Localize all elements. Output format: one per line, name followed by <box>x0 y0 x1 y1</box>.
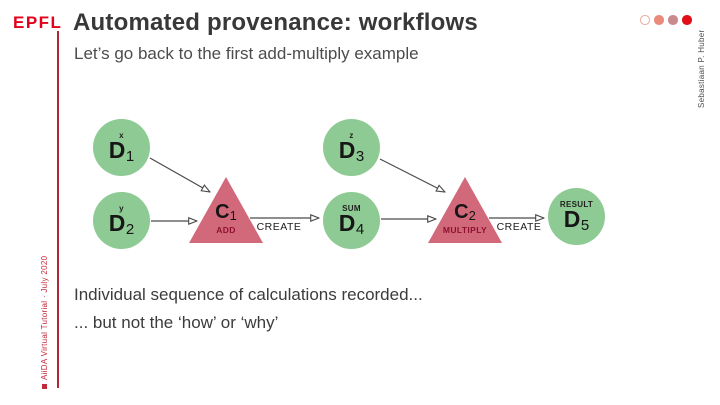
edge-label-create-2: CREATE <box>496 221 542 233</box>
progress-dot-rose-icon <box>668 15 678 25</box>
node-d4: SUM D4 <box>323 192 380 249</box>
node-d1: x D1 <box>93 119 150 176</box>
epfl-logo: EPFL <box>13 13 63 32</box>
progress-dot-red-icon <box>682 15 692 25</box>
node-d2: y D2 <box>93 192 150 249</box>
node-d5: RESULT D5 <box>548 188 605 245</box>
node-c2-tag: MULTIPLY <box>442 225 488 235</box>
node-c1: C1 ADD <box>189 177 263 243</box>
footer-notes: Individual sequence of calculations reco… <box>74 281 423 337</box>
node-c1-label: C1 <box>215 201 237 223</box>
footer-line-2: ... but not the ‘how’ or ‘why’ <box>74 313 279 332</box>
progress-dot-salmon-icon <box>654 15 664 25</box>
progress-dot-outline-icon <box>640 15 650 25</box>
progress-dots <box>640 15 692 25</box>
node-d4-label: D4 <box>338 210 365 239</box>
node-d2-label: D2 <box>108 210 135 239</box>
author-vertical-label: Sebastiaan P. Huber <box>697 29 706 109</box>
node-d5-tag: RESULT <box>559 200 594 209</box>
node-d3-tag: z <box>349 131 354 140</box>
node-d4-tag: SUM <box>342 204 361 213</box>
footer-line-1: Individual sequence of calculations reco… <box>74 285 423 304</box>
event-label-text: AiiDA Virtual Tutorial · July 2020 <box>40 255 49 380</box>
node-d1-label: D1 <box>108 137 135 166</box>
node-c2: C2 MULTIPLY <box>428 177 502 243</box>
event-vertical-label: AiiDA Virtual Tutorial · July 2020 <box>40 256 49 389</box>
node-c2-label: C2 <box>454 201 476 223</box>
red-divider-line <box>57 31 59 388</box>
node-d3: z D3 <box>323 119 380 176</box>
node-d5-label: D5 <box>563 206 590 235</box>
slide-subtitle: Let’s go back to the first add-multiply … <box>74 44 419 63</box>
edge-label-create-1: CREATE <box>256 221 302 233</box>
node-d3-label: D3 <box>338 137 365 166</box>
node-d2-tag: y <box>119 204 124 213</box>
node-d1-tag: x <box>119 131 124 140</box>
node-c1-tag: ADD <box>216 225 236 235</box>
red-square-bullet <box>42 384 47 389</box>
slide-title: Automated provenance: workflows <box>73 9 478 36</box>
